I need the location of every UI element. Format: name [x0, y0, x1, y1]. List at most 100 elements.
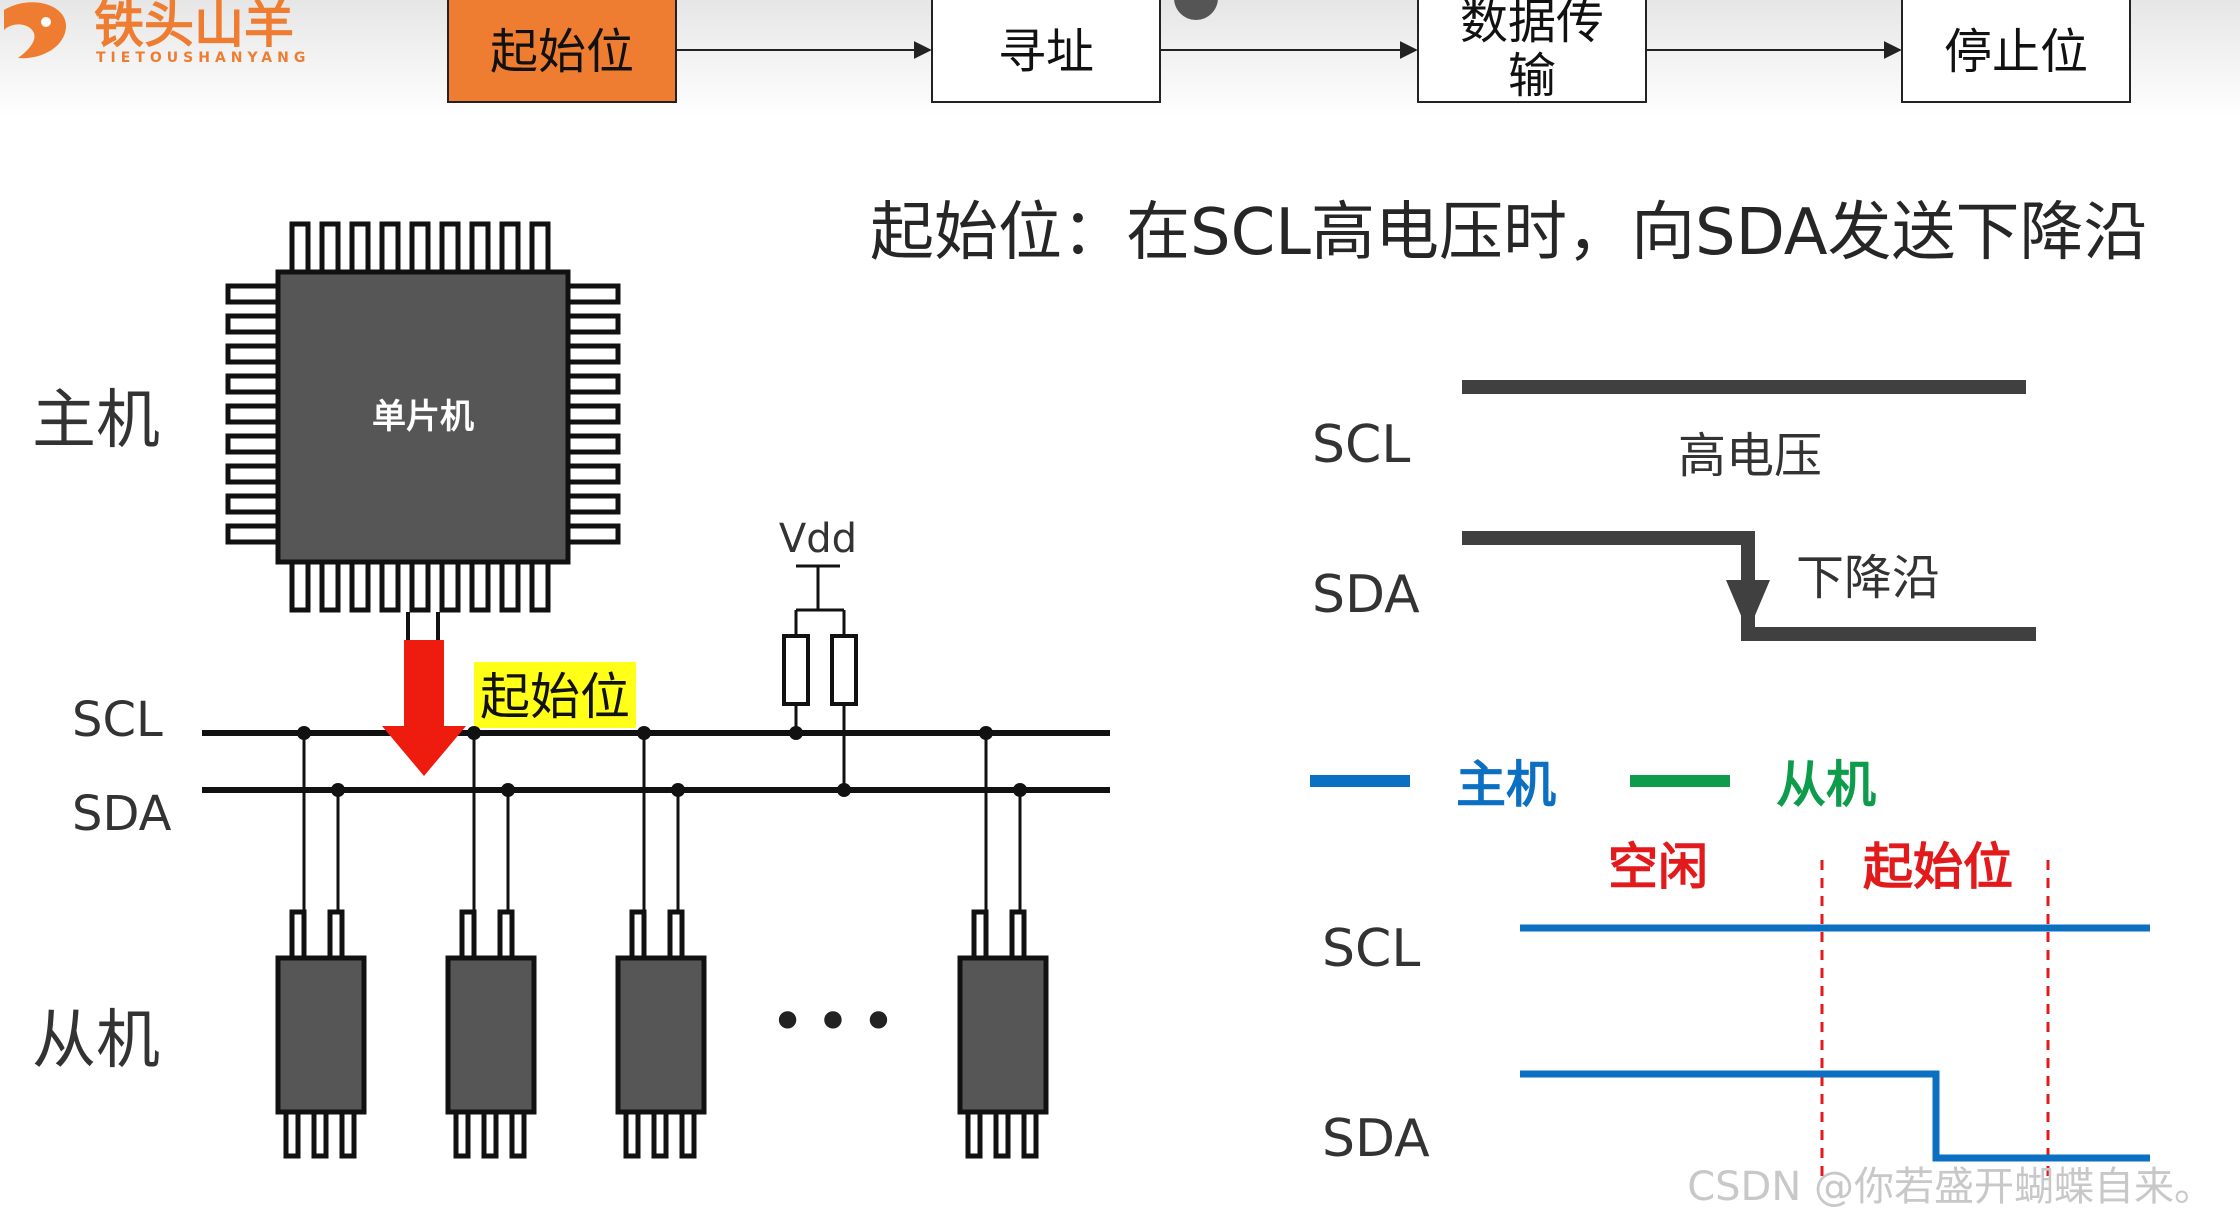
- slave-device: [615, 955, 707, 1115]
- slave-device: [445, 955, 537, 1115]
- bus-sda-label: SDA: [72, 786, 172, 842]
- mcu-pin-top: [439, 221, 461, 275]
- slave-pin-top: [971, 909, 989, 961]
- slave-pin-bottom: [311, 1109, 329, 1159]
- mcu-chip-label: 单片机: [372, 397, 474, 437]
- timing-top-scl-label: SCL: [1312, 415, 1410, 475]
- mcu-chip: [275, 269, 571, 565]
- flow-step-data-label-line2: 输: [1508, 48, 1556, 104]
- slave-pin-bottom: [453, 1109, 471, 1159]
- logo-name: 铁头山羊: [94, 0, 294, 54]
- start-label-highlight: [474, 662, 636, 728]
- timing-top-falling-label: 下降沿: [1796, 550, 1940, 606]
- flow-step-stop-label: 停止位: [1944, 24, 2088, 80]
- slave-pin-bottom: [965, 1109, 983, 1159]
- flow-step-data-label-line1: 数据传: [1460, 0, 1604, 50]
- slave-pin-top: [1009, 909, 1027, 961]
- flow-step-address[interactable]: [931, 0, 1161, 103]
- timing-bottom-sda-label: SDA: [1322, 1109, 1430, 1169]
- mcu-pins: [225, 221, 621, 613]
- scl-junction: [979, 726, 993, 740]
- mcu-pin-bottom: [379, 559, 401, 613]
- slave-pin-bottom: [623, 1109, 641, 1159]
- bus-start-label: 起始位: [480, 668, 630, 726]
- mcu-pin-right: [565, 403, 621, 425]
- mcu-pin-bottom: [409, 559, 431, 613]
- slave-pin-top: [497, 909, 515, 961]
- slave-pin-bottom: [283, 1109, 301, 1159]
- falling-edge-arrow-icon: [1726, 580, 1770, 632]
- mcu-pin-top: [499, 221, 521, 275]
- slave-pin-top: [459, 909, 477, 961]
- mcu-pin-right: [565, 493, 621, 515]
- slave-pin-bottom: [679, 1109, 697, 1159]
- mcu-pin-top: [409, 221, 431, 275]
- flow-step-start-label: 起始位: [490, 24, 634, 80]
- flow-step-start[interactable]: [447, 0, 677, 103]
- slave-pin-bottom: [993, 1109, 1011, 1159]
- slave-pin-bottom: [481, 1109, 499, 1159]
- mcu-pin-bottom: [499, 559, 521, 613]
- process-flow: 起始位 寻址 数据传 输 停止位: [447, 0, 2131, 104]
- sda-junction: [331, 783, 345, 797]
- slave-device: [957, 955, 1049, 1115]
- start-phase-label: 起始位: [1863, 838, 2013, 896]
- watermark: CSDN @你若盛开蝴蝶自来。: [1687, 1164, 2214, 1210]
- slave-pin-bottom: [1021, 1109, 1039, 1159]
- logo: 铁头山羊 TIETOUSHANYANG: [4, 0, 310, 66]
- mcu-pin-left: [225, 343, 281, 365]
- idle-label: 空闲: [1608, 838, 1708, 896]
- slave-pin-top: [327, 909, 345, 961]
- mcu-pin-right: [565, 523, 621, 545]
- flow-step-data[interactable]: [1417, 0, 1647, 103]
- mcu-pin-right: [565, 433, 621, 455]
- timing-top-sda-label: SDA: [1312, 565, 1420, 625]
- logo-subtitle: TIETOUSHANYANG: [96, 50, 310, 66]
- timing-bottom: 主机 从机 空闲 起始位 SCL SDA: [1310, 756, 2150, 1180]
- scl-junction: [467, 726, 481, 740]
- slave-pin-bottom: [651, 1109, 669, 1159]
- mcu-pin-right: [565, 463, 621, 485]
- sda-junction: [1013, 783, 1027, 797]
- mcu-pin-left: [225, 283, 281, 305]
- mcu-pin-bottom: [469, 559, 491, 613]
- flow-step-address-label: 寻址: [998, 24, 1094, 80]
- mcu-pin-bottom: [319, 559, 341, 613]
- mcu-pin-top: [319, 221, 341, 275]
- mcu-pin-left: [225, 463, 281, 485]
- more-slaves-ellipsis: •••: [770, 987, 906, 1057]
- mcu-pin-right: [565, 313, 621, 335]
- page-heading: 起始位：在SCL高电压时，向SDA发送下降沿: [870, 196, 2148, 270]
- vdd-label: Vdd: [779, 516, 857, 562]
- timing-top-high-label: 高电压: [1678, 428, 1822, 484]
- timing-top: SCL SDA 高电压 下降沿: [1312, 380, 2036, 641]
- mcu-pin-bottom: [349, 559, 371, 613]
- mcu-pin-left: [225, 493, 281, 515]
- slave-pin-top: [667, 909, 685, 961]
- mcu-pin-top: [349, 221, 371, 275]
- sda-junction: [501, 783, 515, 797]
- slave-devices: [275, 726, 1049, 1159]
- slave-pin-bottom: [339, 1109, 357, 1159]
- slave-pin-top: [289, 909, 307, 961]
- mcu-pin-left: [225, 373, 281, 395]
- mcu-pin-bottom: [529, 559, 551, 613]
- legend-host-label: 主机: [1456, 756, 1556, 814]
- bus-diagram: 主机 从机 SCL SDA 单片机 起始位 Vdd •••: [32, 221, 1110, 1159]
- slave-pin-top: [629, 909, 647, 961]
- timing-bottom-sda-line: [1520, 1070, 2150, 1162]
- mcu-pin-top: [379, 221, 401, 275]
- mcu-pin-left: [225, 403, 281, 425]
- mcu-pin-top: [529, 221, 551, 275]
- host-label: 主机: [32, 384, 160, 458]
- slave-pin-bottom: [509, 1109, 527, 1159]
- scl-junction: [297, 726, 311, 740]
- mcu-pin-left: [225, 313, 281, 335]
- mcu-pin-right: [565, 343, 621, 365]
- scl-junction: [637, 726, 651, 740]
- mcu-pin-left: [225, 523, 281, 545]
- mcu-pin-right: [565, 373, 621, 395]
- flow-step-stop[interactable]: [1901, 0, 2131, 103]
